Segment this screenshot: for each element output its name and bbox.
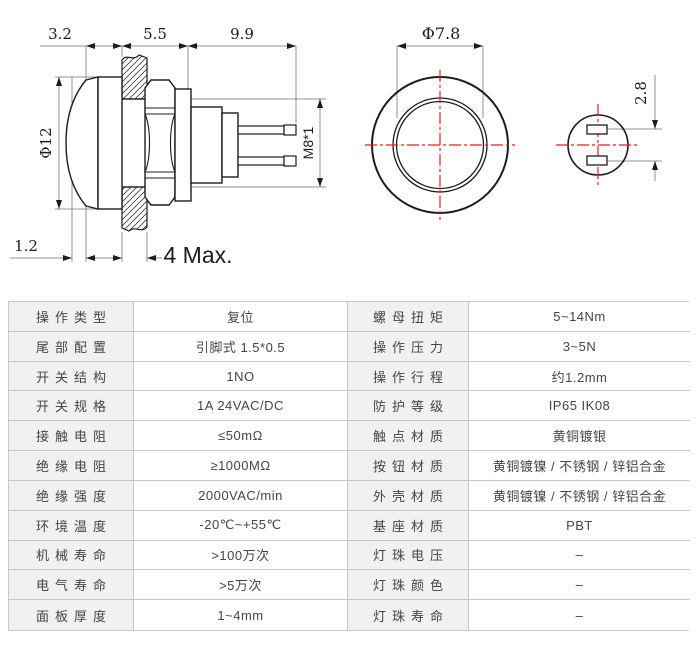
hex-nut-chamfers xyxy=(145,107,175,179)
spec-value-cell: 5~14Nm xyxy=(469,302,690,332)
spec-value-cell: -20℃~+55℃ xyxy=(134,510,348,541)
drawing-svg: 3.2 5.5 9.9 Φ12 M8*1 1.2 4 Max. Φ7.8 xyxy=(10,24,662,268)
technical-drawing: 3.2 5.5 9.9 Φ12 M8*1 1.2 4 Max. Φ7.8 xyxy=(0,0,697,300)
rear-view-arrowheads xyxy=(652,120,658,170)
spec-label-cell: 操作行程 xyxy=(348,361,469,392)
spec-value-cell: 1NO xyxy=(134,361,348,392)
switch-body xyxy=(190,106,223,184)
front-view-centerlines xyxy=(365,70,515,220)
button-dome xyxy=(65,76,99,210)
spec-value-cell: ≥1000MΩ xyxy=(134,451,348,481)
spec-label-cell: 面板厚度 xyxy=(9,600,134,630)
dim-label-2-8: 2.8 xyxy=(632,81,650,105)
spec-value-cell: 1A 24VAC/DC xyxy=(134,391,348,422)
spec-label-cell: 灯珠颜色 xyxy=(348,570,469,601)
spec-label-cell: 操作压力 xyxy=(348,331,469,362)
spec-label-cell: 绝缘强度 xyxy=(9,480,134,511)
spec-label-cell: 环境温度 xyxy=(9,510,134,541)
spec-value-cell: 2000VAC/min xyxy=(134,480,348,511)
spec-value-cell: 1~4mm xyxy=(134,600,348,630)
spec-value-cell: 约1.2mm xyxy=(469,361,690,392)
rear-pin-top xyxy=(586,124,608,135)
dim-label-4max: 4 Max. xyxy=(163,242,232,268)
spec-value-cell: 引脚式 1.5*0.5 xyxy=(134,331,348,362)
spec-label-cell: 接触电阻 xyxy=(9,421,134,452)
pin-tip-top xyxy=(283,124,297,136)
spec-value-cell: PBT xyxy=(469,510,690,541)
thread-lines xyxy=(122,98,147,188)
spec-label-cell: 尾部配置 xyxy=(9,331,134,362)
hex-nut xyxy=(144,79,176,206)
front-view-arrowheads xyxy=(397,43,483,49)
switch-body-rear xyxy=(221,112,239,178)
rear-view: 2.8 xyxy=(556,75,662,186)
spec-label-cell: 按钮材质 xyxy=(348,451,469,481)
spec-value-cell: 黄铜镀镍 / 不锈钢 / 锌铝合金 xyxy=(469,451,690,481)
side-view-arrowheads xyxy=(56,43,323,261)
front-view-dimension-lines xyxy=(396,45,484,118)
dim-label-phi7-8: Φ7.8 xyxy=(422,24,461,43)
button-bezel xyxy=(97,76,123,210)
spec-value-cell: IP65 IK08 xyxy=(469,391,690,422)
spec-value-cell: – xyxy=(469,570,690,601)
flange xyxy=(174,88,192,202)
dim-label-5-5: 5.5 xyxy=(143,25,167,43)
spec-label-cell: 外壳材质 xyxy=(348,480,469,511)
spec-label-cell: 灯珠电压 xyxy=(348,540,469,571)
rear-view-centerlines xyxy=(556,104,640,186)
spec-label-cell: 触点材质 xyxy=(348,421,469,452)
spec-label-cell: 电气寿命 xyxy=(9,570,134,601)
spec-label-cell: 机械寿命 xyxy=(9,540,134,571)
spec-value-cell: 黄铜镀银 xyxy=(469,421,690,452)
panel-section-top xyxy=(121,54,148,100)
panel-section-bottom xyxy=(121,186,148,232)
spec-label-cell: 灯珠寿命 xyxy=(348,600,469,630)
spec-value-cell: ≤50mΩ xyxy=(134,421,348,452)
dim-label-1-2: 1.2 xyxy=(14,237,38,255)
dim-label-9-9: 9.9 xyxy=(230,25,254,43)
spec-label-cell: 绝缘电阻 xyxy=(9,451,134,481)
terminal-pin-top xyxy=(237,125,285,135)
spec-label-cell: 开关结构 xyxy=(9,361,134,392)
spec-table: 操作类型 复位 螺母扭矩 5~14Nm 尾部配置 引脚式 1.5*0.5 操作压… xyxy=(8,301,690,631)
side-view: 3.2 5.5 9.9 Φ12 M8*1 1.2 4 Max. xyxy=(10,25,326,268)
spec-label-cell: 防护等级 xyxy=(348,391,469,422)
spec-value-cell: 3~5N xyxy=(469,331,690,362)
spec-label-cell: 基座材质 xyxy=(348,510,469,541)
terminal-pin-bottom xyxy=(237,156,285,166)
spec-value-cell: 黄铜镀镍 / 不锈钢 / 锌铝合金 xyxy=(469,480,690,511)
spec-value-cell: >100万次 xyxy=(134,540,348,571)
spec-value-cell: – xyxy=(469,600,690,630)
dim-label-phi12: Φ12 xyxy=(37,127,55,158)
dim-label-m8: M8*1 xyxy=(300,126,316,159)
dim-label-3-2: 3.2 xyxy=(48,25,72,43)
spec-label-cell: 螺母扭矩 xyxy=(348,302,469,332)
front-view: Φ7.8 xyxy=(365,24,515,220)
spec-label-cell: 开关规格 xyxy=(9,391,134,422)
spec-label-cell: 操作类型 xyxy=(9,302,134,332)
spec-value-cell: – xyxy=(469,540,690,571)
rear-pin-bottom xyxy=(586,155,608,166)
spec-value-cell: 复位 xyxy=(134,302,348,332)
spec-value-cell: >5万次 xyxy=(134,570,348,601)
pin-tip-bottom xyxy=(283,155,297,167)
hex-nut-arcs xyxy=(144,113,176,173)
